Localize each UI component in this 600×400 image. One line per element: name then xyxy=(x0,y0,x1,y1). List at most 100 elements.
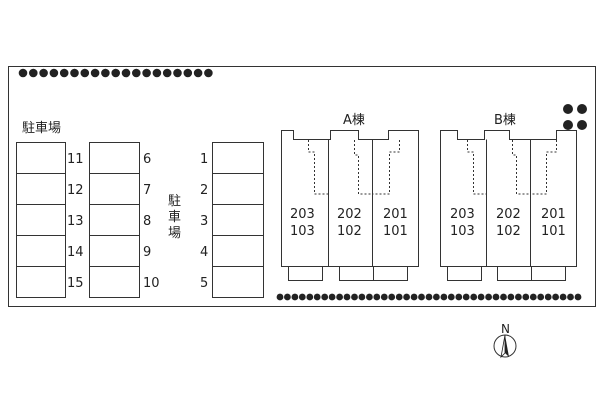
hedge-dot xyxy=(492,293,500,301)
north-label: N xyxy=(501,322,510,336)
hedge-dot xyxy=(380,293,388,301)
building-name: B棟 xyxy=(494,113,516,128)
balcony xyxy=(288,266,323,281)
parking-stall xyxy=(89,204,140,236)
hedge-dot xyxy=(410,293,418,301)
parking-number: 2 xyxy=(200,183,208,198)
hedge-dot xyxy=(162,68,172,78)
unit-number-upper: 202 xyxy=(337,207,362,222)
hedge-dot xyxy=(29,68,38,78)
parking-number: 10 xyxy=(143,276,160,291)
parking-number: 9 xyxy=(143,245,151,260)
hedge-dot xyxy=(485,293,492,301)
hedge-dot xyxy=(351,293,358,301)
site-boundary xyxy=(8,66,596,307)
parking-stall xyxy=(212,266,264,298)
hedge-dot xyxy=(522,293,530,301)
parking-stall xyxy=(89,173,140,205)
interior-dashed xyxy=(373,140,400,195)
hedge-dot xyxy=(18,68,28,78)
parking-label-char: 場 xyxy=(168,226,181,241)
parking-number: 7 xyxy=(143,183,151,198)
hedge-dot xyxy=(291,293,299,301)
parking-column-middle xyxy=(89,142,140,298)
building-name: A棟 xyxy=(343,113,365,128)
interior-dashed xyxy=(308,140,328,195)
parking-stall xyxy=(212,173,264,205)
parking-number: 5 xyxy=(200,276,208,291)
balcony xyxy=(531,266,566,281)
hedge-dot xyxy=(440,293,448,301)
parking-stall xyxy=(16,173,66,205)
hedge-dot xyxy=(336,293,343,301)
parking-stall xyxy=(16,204,66,236)
balcony xyxy=(497,266,532,281)
hedge-dot xyxy=(552,293,559,301)
parking-number: 1 xyxy=(200,152,208,167)
hedge-dot xyxy=(433,293,440,301)
hedge-dot xyxy=(477,293,485,301)
hedge-dot xyxy=(142,68,151,78)
hedge-dot xyxy=(328,293,336,301)
hedge-dot xyxy=(101,68,110,78)
interior-dashed xyxy=(531,140,557,195)
parking-stall xyxy=(212,235,264,267)
hedge-dot xyxy=(39,68,48,78)
parking-numbers-left: 11 12 13 14 15 xyxy=(67,152,84,291)
hedge-dot xyxy=(298,293,306,301)
parking-number: 13 xyxy=(67,214,84,229)
hedge-top-left xyxy=(18,68,213,78)
hedge-dot xyxy=(276,293,284,301)
parking-numbers-middle: 6 7 8 9 10 xyxy=(143,152,160,291)
hedge-dot xyxy=(59,68,69,78)
parking-stall xyxy=(16,235,66,267)
parking-stall xyxy=(212,142,264,174)
hedge-dot xyxy=(455,293,463,301)
balcony xyxy=(339,266,374,281)
building-outline xyxy=(281,130,419,267)
parking-number: 6 xyxy=(143,152,151,167)
parking-numbers-right: 1 2 3 4 5 xyxy=(200,152,208,291)
balcony xyxy=(447,266,482,281)
tree-cluster-icon xyxy=(563,104,587,130)
balcony xyxy=(373,266,408,281)
parking-number: 14 xyxy=(67,245,84,260)
hedge-dot xyxy=(313,293,321,301)
hedge-dot xyxy=(204,68,213,78)
parking-number: 4 xyxy=(200,245,208,260)
hedge-dot xyxy=(193,68,203,78)
hedge-dot xyxy=(358,293,366,301)
hedge-dot xyxy=(70,68,79,78)
unit-number-lower: 103 xyxy=(290,224,315,239)
hedge-dot xyxy=(173,68,182,78)
unit-number-upper: 203 xyxy=(290,207,315,222)
hedge-dot xyxy=(529,293,537,301)
parking-number: 3 xyxy=(200,214,208,229)
hedge-dot xyxy=(544,293,552,301)
unit-number-upper: 202 xyxy=(496,207,521,222)
hedge-dot xyxy=(425,293,433,301)
hedge-dot xyxy=(121,68,131,78)
hedge-dot xyxy=(80,68,90,78)
parking-stall xyxy=(212,204,264,236)
building-outline xyxy=(440,130,577,267)
parking-label-vertical: 駐 車 場 xyxy=(168,194,181,241)
unit-number-lower: 101 xyxy=(383,224,408,239)
parking-stall xyxy=(89,266,140,298)
hedge-dot xyxy=(284,293,291,301)
unit-number-lower: 102 xyxy=(337,224,362,239)
hedge-dot xyxy=(366,293,373,301)
hedge-dot xyxy=(507,293,515,301)
parking-label-char: 駐 xyxy=(168,194,181,209)
hedge-bottom-right xyxy=(276,293,582,301)
compass-icon: N xyxy=(493,322,517,359)
parking-number: 11 xyxy=(67,152,84,167)
interior-dashed xyxy=(512,140,530,195)
parking-number: 12 xyxy=(67,183,84,198)
hedge-dot xyxy=(90,68,100,78)
hedge-dot xyxy=(567,293,574,301)
parking-label: 駐車場 xyxy=(22,121,61,136)
hedge-dot xyxy=(132,68,141,78)
hedge-dot xyxy=(447,293,455,301)
unit-number-lower: 101 xyxy=(541,224,566,239)
